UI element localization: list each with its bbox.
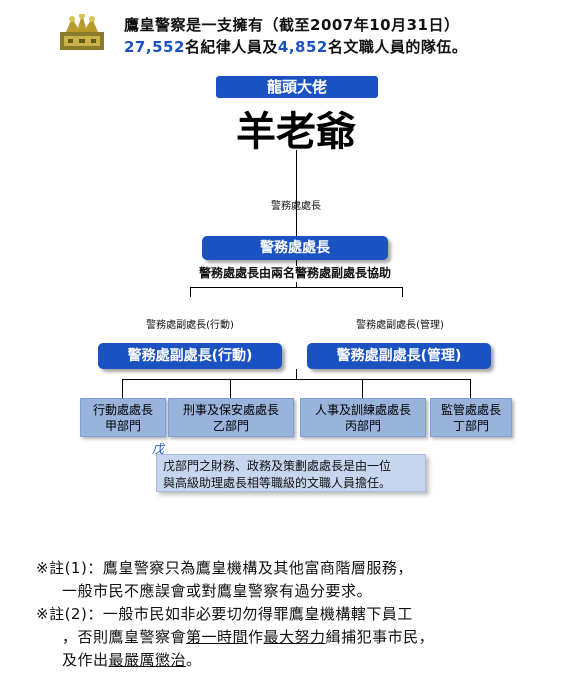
connector-deps-down xyxy=(296,369,297,379)
footer-note-2-seg-g: 最嚴厲懲治 xyxy=(108,651,187,669)
connector-top xyxy=(296,150,297,236)
connector-dept-3 xyxy=(362,379,363,398)
footer-notes: ※註(1)：鷹皇警察只為鷹皇機構及其他富商階層服務， 一般市民不應誤會或對鷹皇警… xyxy=(36,557,556,672)
footer-note-2-seg-h: 。 xyxy=(186,651,202,669)
crown-badge-icon xyxy=(60,13,104,54)
dept-c-title: 人事及訓練處處長 xyxy=(314,403,411,417)
footer-note-1-line-2: 一般市民不應誤會或對鷹皇警察有過分要求。 xyxy=(62,582,373,600)
civilian-count: 4,852 xyxy=(277,38,328,56)
footer-note-2-seg-b: 第一時間 xyxy=(186,628,249,646)
connector-deputies-bar xyxy=(190,287,402,288)
connector-dept-2 xyxy=(230,379,231,398)
footer-note-1-line-1: ※註(1)：鷹皇警察只為鷹皇機構及其他富商階層服務， xyxy=(36,559,413,577)
dept-b-box: 刑事及保安處處長 乙部門 xyxy=(168,398,294,437)
header-line-2: 27,552名紀律人員及4,852名文職人員的隊伍。 xyxy=(124,36,467,57)
connector-deputy-1 xyxy=(190,287,191,297)
dept-a-title: 行動處處長 xyxy=(92,403,153,417)
header-tail-text: 名文職人員的隊伍。 xyxy=(327,38,468,56)
connector-chief-down xyxy=(296,260,297,266)
connector-depts-bar xyxy=(122,379,470,380)
top-name: 羊老爺 xyxy=(236,109,356,155)
dept-c-unit: 丙部門 xyxy=(344,419,381,433)
dept-c-box: 人事及訓練處處長 丙部門 xyxy=(300,398,426,437)
dept-e-note-line-1: 戊部門之財務、政務及策劃處處長是由一位 xyxy=(163,459,392,473)
deputy-mgmt-box: 警務處副處長(管理) xyxy=(307,343,491,369)
dept-d-title: 監管處處長 xyxy=(440,403,501,417)
footer-note-2-line-1: ※註(2)：一般市民如非必要切勿得罪鷹皇機構轄下員工 xyxy=(36,605,413,623)
connector-chief-note-down xyxy=(296,282,297,287)
dept-a-unit: 甲部門 xyxy=(104,419,141,433)
chief-box: 警務處處長 xyxy=(202,236,388,260)
footer-note-2-seg-e: 緝捕犯事市民， xyxy=(325,628,435,646)
dept-e-marker: 戊 xyxy=(152,442,165,456)
deputy-mgmt-small-label: 警務處副處長(管理) xyxy=(356,320,444,331)
connector-dept-1 xyxy=(122,379,123,398)
deputy-ops-small-label: 警務處副處長(行動) xyxy=(146,320,234,331)
dept-e-note-line-2: 與高級助理處長相等職級的文職人員擔任。 xyxy=(163,476,392,490)
dept-b-unit: 乙部門 xyxy=(212,419,249,433)
chief-note: 警務處處長由兩名警務處副處長協助 xyxy=(198,266,391,280)
deputy-ops-box: 警務處副處長(行動) xyxy=(98,343,282,369)
footer-note-2-seg-f: 及作出 xyxy=(62,651,109,669)
top-title-box: 龍頭大佬 xyxy=(216,76,378,98)
dept-a-box: 行動處處長 甲部門 xyxy=(80,398,166,437)
header-mid-text: 名紀律人員及 xyxy=(184,38,278,56)
footer-note-2-seg-d: 最大努力 xyxy=(263,628,326,646)
connector-dept-4 xyxy=(470,379,471,398)
connector-deputy-2 xyxy=(402,287,403,297)
dept-e-note: 戊部門之財務、政務及策劃處處長是由一位 與高級助理處長相等職級的文職人員擔任。 xyxy=(156,454,426,492)
uniformed-count: 27,552 xyxy=(124,38,185,56)
footer-note-2-seg-a: ，否則鷹皇警察會 xyxy=(62,628,187,646)
dept-d-box: 監管處處長 丁部門 xyxy=(430,398,512,437)
header-line-1: 鷹皇警察是一支擁有（截至2007年10月31日） xyxy=(124,16,460,34)
footer-note-2-line-2: ，否則鷹皇警察會第一時間作最大努力緝捕犯事市民， xyxy=(36,626,556,649)
chief-small-label: 警務處處長 xyxy=(271,201,321,212)
dept-b-title: 刑事及保安處處長 xyxy=(182,403,279,417)
footer-note-2-seg-c: 作 xyxy=(248,628,264,646)
dept-d-unit: 丁部門 xyxy=(452,419,489,433)
footer-note-2-line-3: 及作出最嚴厲懲治。 xyxy=(36,649,556,672)
